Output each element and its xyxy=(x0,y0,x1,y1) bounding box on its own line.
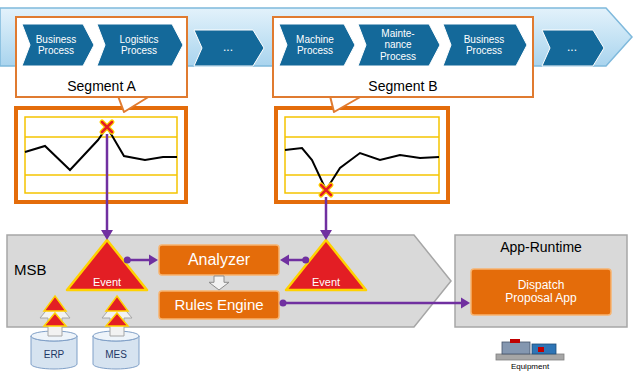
segment-box: Segment A Business Process Logistics Proce… xyxy=(15,16,188,98)
chart-limit-line xyxy=(25,174,177,176)
small-event-triangle xyxy=(44,313,66,326)
node-label: Event xyxy=(85,276,129,288)
arrowhead xyxy=(149,255,158,266)
anomaly-marker xyxy=(102,122,112,132)
arrowhead xyxy=(101,230,113,240)
small-event-triangle xyxy=(106,313,128,326)
arrowhead xyxy=(461,298,470,309)
arrowhead xyxy=(280,255,289,266)
signal-line xyxy=(325,197,328,231)
signal-line xyxy=(106,134,109,231)
node-label: Logistics Process xyxy=(106,34,172,56)
event-triangle: Event xyxy=(284,238,368,292)
event-signal-a xyxy=(101,122,113,240)
process-chevron: Machine Process xyxy=(279,24,355,66)
node-label: Equipment xyxy=(491,363,569,372)
node-label: ERP xyxy=(32,349,76,360)
process-chevron: Logistics Process xyxy=(97,24,183,66)
node-label: Analyzer xyxy=(163,251,275,269)
connector-line xyxy=(280,302,461,305)
callout-tail xyxy=(330,96,362,112)
node-label: Business Process xyxy=(453,34,515,56)
node-label: Event xyxy=(304,276,348,288)
small-event-triangle xyxy=(44,296,66,311)
chart-a xyxy=(16,108,186,202)
event-connector xyxy=(124,255,158,266)
chart-line xyxy=(285,148,439,190)
app-box: Dispatch Proposal App xyxy=(470,268,612,316)
arrowhead xyxy=(320,230,332,240)
continuation-chevron: ... xyxy=(194,30,264,66)
anomaly-marker xyxy=(321,185,331,195)
block-arrow xyxy=(209,276,229,290)
chart-plot xyxy=(25,117,177,193)
chart-limit-line xyxy=(285,174,439,176)
equipment-icon: Equipment xyxy=(490,338,570,372)
block-arrow-body xyxy=(209,276,229,290)
chart-frame xyxy=(16,108,186,202)
node-label: Machine Process xyxy=(287,34,343,56)
event-connector xyxy=(280,255,309,266)
segment-box: Segment B Machine Process Mainte- nance Pr… xyxy=(272,16,534,98)
bus-arrow: MSB Event AnalyzerRules Engine Event xyxy=(6,234,452,328)
runtime-box: App-RuntimeDispatch Proposal App xyxy=(454,234,628,328)
chart-limit-line xyxy=(285,136,439,138)
event-signal-b xyxy=(320,185,332,240)
event-triangle: Event xyxy=(65,238,149,292)
node-label: App-Runtime xyxy=(461,240,621,256)
node-label: Dispatch Proposal App xyxy=(493,279,589,306)
node-label: MSB xyxy=(14,262,58,279)
node-label: Rules Engine xyxy=(163,297,275,314)
node-label: MES xyxy=(94,349,138,360)
continuation-chevron: ... xyxy=(542,30,604,66)
rules-engine-box: Rules Engine xyxy=(158,290,280,320)
chart-frame xyxy=(276,108,448,202)
node-label: ... xyxy=(204,41,252,54)
connector-dot xyxy=(280,300,287,307)
node-label: ... xyxy=(551,41,593,54)
chart-plot xyxy=(285,117,439,193)
node-label: Segment B xyxy=(283,79,523,95)
node-label: Segment A xyxy=(22,79,182,95)
chart-b xyxy=(276,108,448,202)
process-chevron: Mainte- nance Process xyxy=(358,24,440,66)
connector-dot xyxy=(124,257,131,264)
analyzer-box: Analyzer xyxy=(158,244,280,276)
node-label: Business Process xyxy=(29,34,83,56)
callout-tail xyxy=(118,96,150,112)
process-chevron: Business Process xyxy=(22,24,94,66)
process-chevron: Business Process xyxy=(443,24,527,66)
small-event-triangle xyxy=(106,296,128,311)
node-label: Mainte- nance Process xyxy=(373,28,423,62)
event-connector xyxy=(280,298,471,309)
connector-dot xyxy=(302,257,309,264)
